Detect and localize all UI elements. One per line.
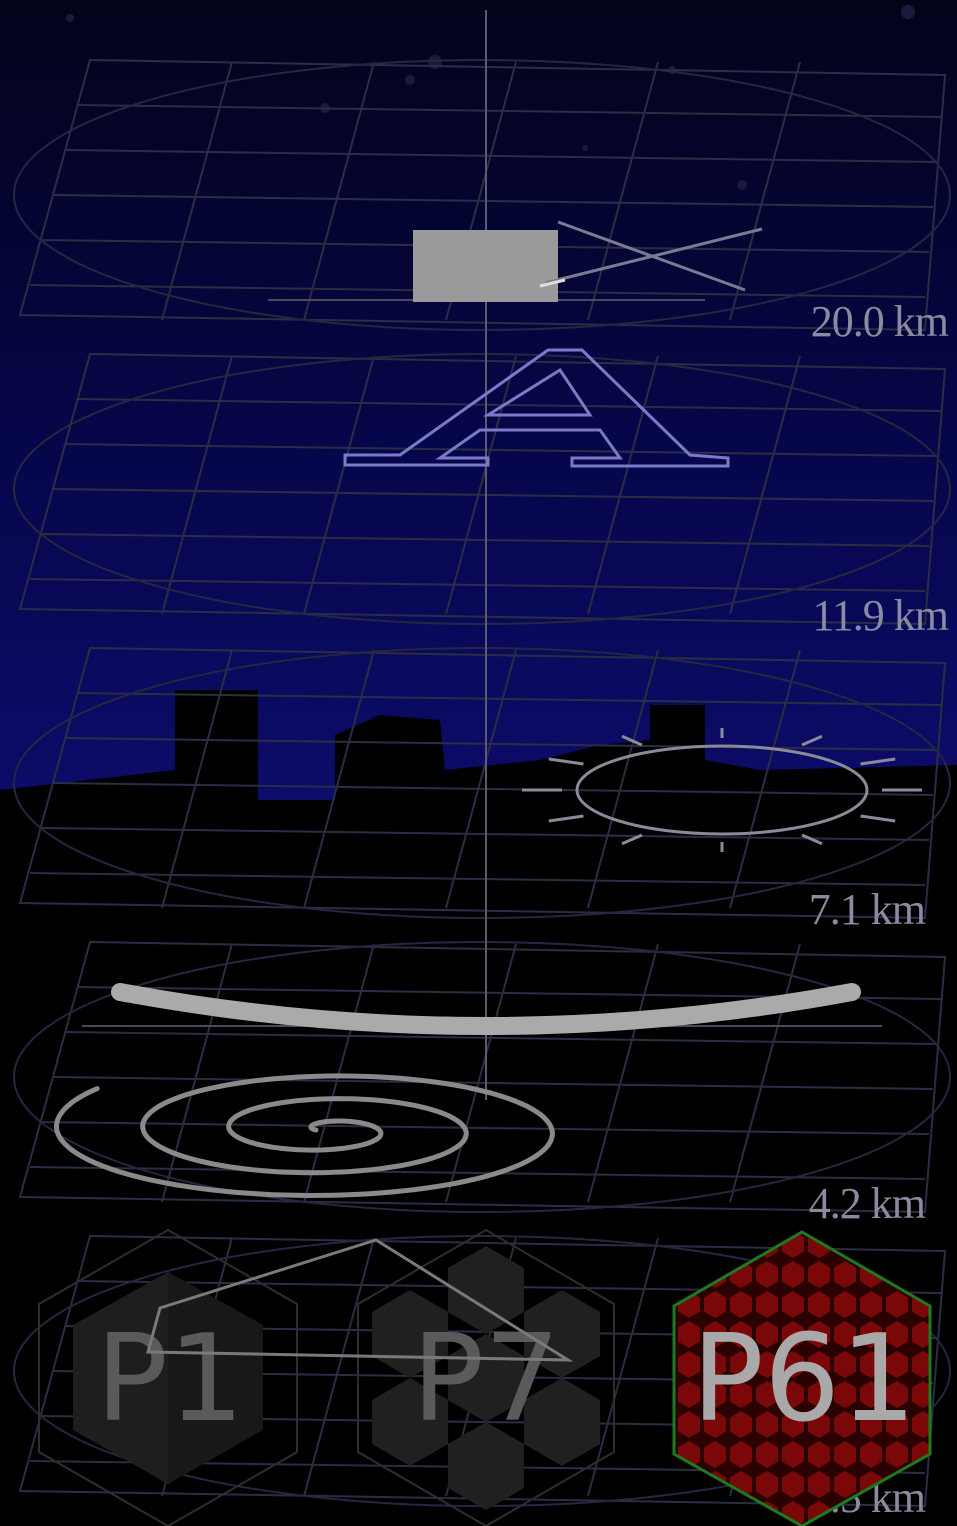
- preset-p7-cell: [523, 1290, 601, 1378]
- spiral-icon: [53, 1073, 555, 1199]
- preset-p61-label: P61: [691, 1310, 916, 1449]
- preset-p7-cell: [447, 1246, 525, 1334]
- preset-p7-label: P7: [412, 1310, 561, 1449]
- preset-p1-label: P1: [96, 1310, 245, 1449]
- triangle-overlay: [146, 1238, 574, 1362]
- altitude-label-20: 20.0 km: [811, 297, 949, 346]
- altitude-label-11: 11.9 km: [812, 591, 948, 640]
- preset-p7-cell: [447, 1422, 525, 1510]
- aircraft-icon: [268, 220, 763, 302]
- horizon-arc-icon: [82, 983, 882, 1035]
- preset-p1-button[interactable]: P1: [38, 1228, 298, 1526]
- sun-ellipse-icon: [522, 728, 922, 852]
- preset-p7-button[interactable]: P7: [357, 1228, 615, 1526]
- preset-p7-cell: [447, 1334, 525, 1422]
- preset-p7-cell: [523, 1378, 601, 1466]
- altitude-label-7: 7.1 km: [809, 885, 926, 934]
- grid-plane: [13, 352, 951, 626]
- altitude-label-4: 4.2 km: [809, 1179, 926, 1228]
- preset-p7-cell: [371, 1378, 449, 1466]
- preset-p61-button[interactable]: P61: [670, 1228, 934, 1526]
- aperture-a-icon: [343, 348, 730, 468]
